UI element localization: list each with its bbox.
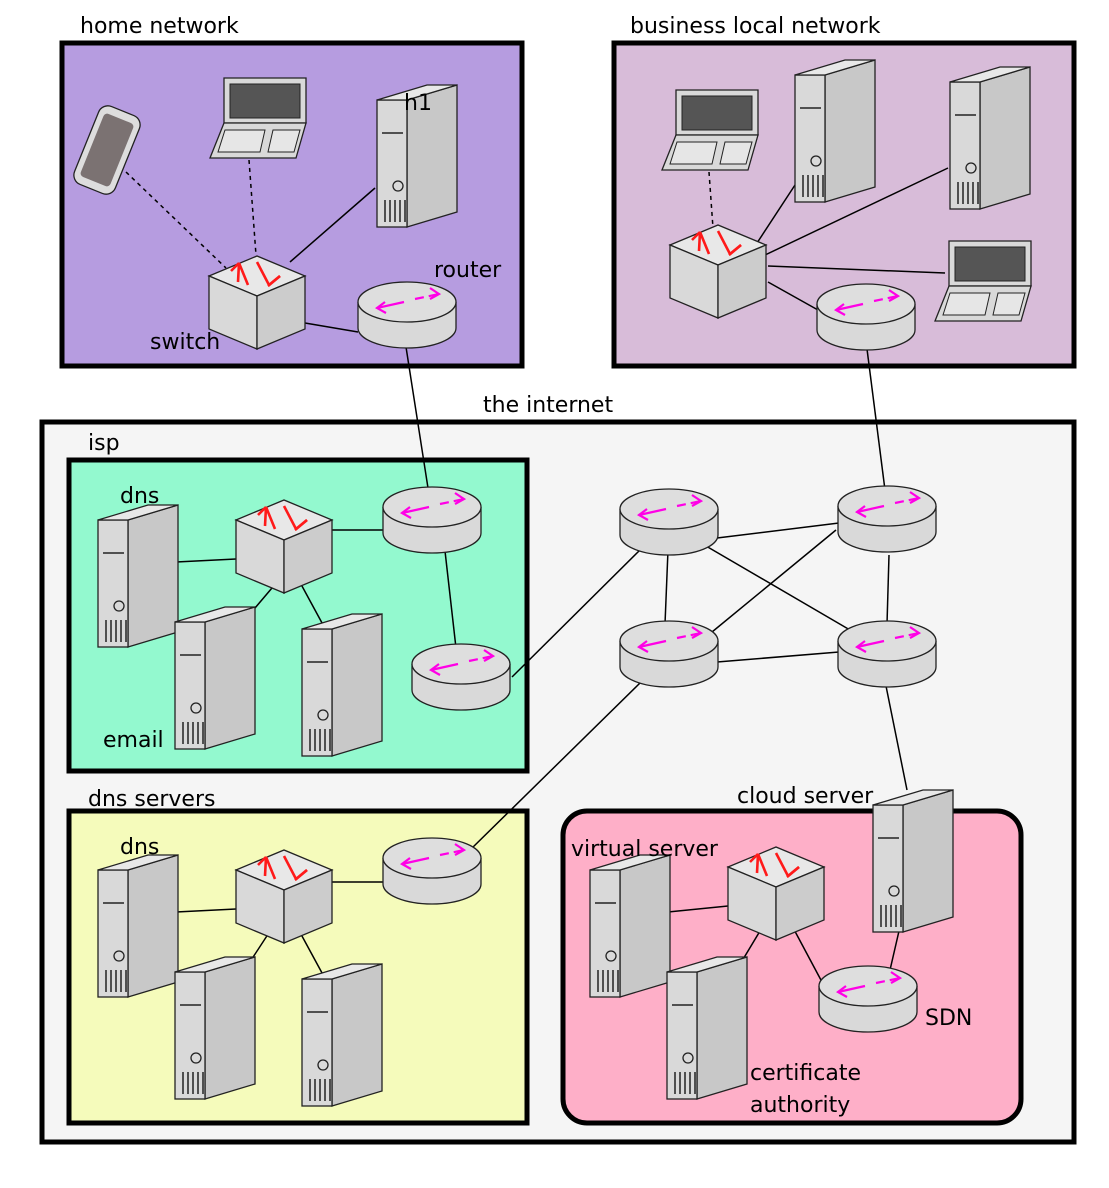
isp-dns-server-device bbox=[97, 504, 179, 648]
dns-server-1-device bbox=[97, 854, 179, 998]
business-laptop-device bbox=[661, 89, 759, 171]
business-switch-device bbox=[668, 223, 768, 320]
business-laptop-2-device bbox=[934, 240, 1032, 322]
virtual-server-device bbox=[589, 854, 671, 998]
isp-server-device bbox=[301, 613, 383, 757]
dns-server-2-device bbox=[174, 956, 256, 1100]
phone-device bbox=[73, 105, 141, 195]
isp-email-server-device bbox=[174, 606, 256, 750]
dns-servers-dns-label: dns bbox=[120, 835, 159, 860]
core-router-4-device bbox=[836, 619, 938, 689]
certificate-authority-server-device bbox=[666, 956, 748, 1100]
certificate-authority-label-line1: certificate bbox=[750, 1061, 861, 1086]
cloud-server-device bbox=[872, 789, 954, 933]
core-router-3-device bbox=[618, 619, 720, 689]
router-label: router bbox=[434, 258, 502, 283]
internet-title: the internet bbox=[483, 393, 613, 418]
certificate-authority-label-line2: authority bbox=[750, 1093, 850, 1118]
isp-router-1-device bbox=[381, 485, 483, 555]
cloud-switch-device bbox=[726, 845, 826, 942]
home-laptop-device bbox=[209, 77, 307, 159]
isp-switch-device bbox=[234, 498, 334, 595]
dns-server-3-device bbox=[301, 963, 383, 1107]
business-server-1-device bbox=[794, 59, 876, 203]
dns-servers-title: dns servers bbox=[88, 787, 215, 812]
core-router-1-device bbox=[618, 487, 720, 557]
business-network-title: business local network bbox=[630, 14, 881, 39]
core-router-2-device bbox=[836, 484, 938, 554]
dns-router-device bbox=[381, 836, 483, 906]
switch-label: switch bbox=[150, 330, 220, 355]
business-server-2-device bbox=[949, 66, 1031, 210]
isp-dns-label: dns bbox=[120, 484, 159, 509]
virtual-server-label: virtual server bbox=[571, 837, 719, 862]
home-network-title: home network bbox=[80, 14, 239, 39]
sdn-label: SDN bbox=[925, 1006, 972, 1031]
home-switch-device bbox=[207, 254, 307, 351]
isp-email-label: email bbox=[103, 728, 164, 753]
cloud-server-title: cloud server bbox=[737, 784, 874, 809]
isp-title: isp bbox=[88, 431, 120, 456]
isp-router-2-device bbox=[410, 642, 512, 712]
dns-switch-device bbox=[234, 848, 334, 945]
h1-label: h1 bbox=[404, 91, 432, 116]
business-router-device bbox=[815, 282, 917, 352]
sdn-router-device bbox=[817, 964, 919, 1034]
home-router-device bbox=[356, 280, 458, 350]
